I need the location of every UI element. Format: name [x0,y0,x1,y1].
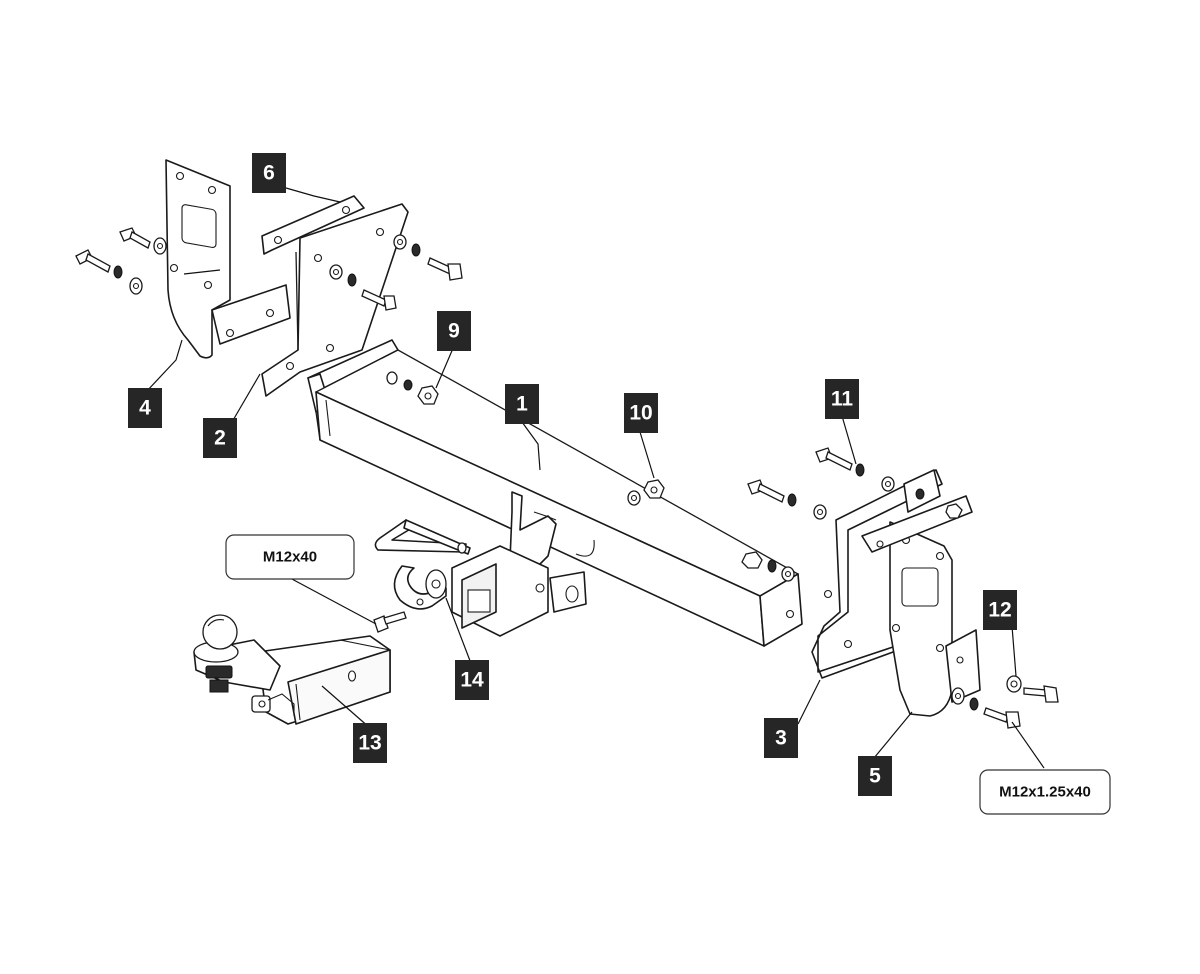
left-side-bracket-part-4 [165,159,291,359]
left-bracket-part-2 [261,203,409,397]
callout-3: 3 [764,718,798,758]
callout-5: 5 [858,756,892,796]
svg-text:5: 5 [869,765,881,788]
svg-text:3: 3 [775,727,787,750]
bolt-icon [1023,685,1059,703]
bolt-icon [983,707,1021,729]
ball-mount-part-13 [193,614,391,725]
bolt-icon [119,227,151,249]
callout-10: 10 [624,393,658,433]
pin-clip-part-14 [393,565,447,610]
left-bracket-hardware [75,227,463,311]
strip-plate-part-6 [261,195,365,255]
bolt-icon [75,249,111,273]
svg-text:M12x40: M12x40 [263,549,317,566]
callout-4: 4 [128,388,162,428]
receiver-hitch [451,491,595,637]
svg-text:12: 12 [988,599,1011,622]
right-bracket-hardware [741,447,1059,729]
right-side-bracket-part-5 [861,495,981,717]
spec-label-bolt-left: M12x40 [225,534,355,580]
callout-13: 13 [353,723,387,763]
callout-12: 12 [983,590,1017,630]
bolt-icon [815,447,853,471]
svg-text:6: 6 [263,162,275,185]
callout-2: 2 [203,418,237,458]
callout-11: 11 [825,379,859,419]
leader-lines [145,187,1045,769]
callout-1: 1 [505,384,539,424]
svg-text:10: 10 [629,402,652,425]
svg-text:M12x1.25x40: M12x1.25x40 [999,784,1091,801]
nut-icon [945,503,963,519]
bolt-icon [361,289,397,311]
svg-text:2: 2 [214,427,226,450]
center-hardware [386,371,665,506]
hitch-pin [374,519,471,555]
callout-14: 14 [455,660,489,700]
spec-label-bolt-right: M12x1.25x40 [979,769,1111,815]
tow-ball-icon [202,614,238,650]
svg-text:13: 13 [358,732,381,755]
nut-icon [741,551,763,569]
callout-6: 6 [252,153,286,193]
svg-text:9: 9 [448,320,460,343]
svg-text:11: 11 [831,388,854,411]
svg-text:14: 14 [460,669,484,692]
svg-text:1: 1 [516,393,528,416]
bolt-m12x40 [373,611,407,633]
callout-9: 9 [437,311,471,351]
bolt-icon [747,479,785,503]
nut-icon [417,385,439,405]
main-cross-bar-part-1 [307,339,803,647]
nut-icon [643,479,665,499]
bolt-icon [427,257,463,281]
svg-text:4: 4 [139,397,151,420]
